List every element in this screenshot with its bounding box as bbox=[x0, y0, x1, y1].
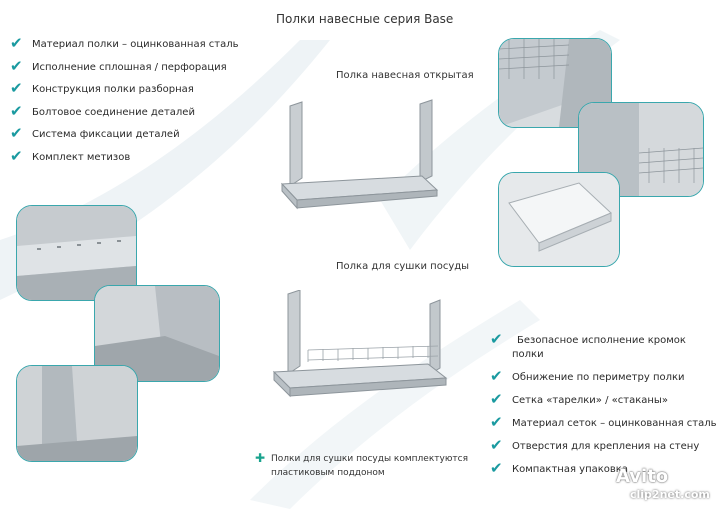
feature-item: ✔Безопасное исполнение кромок полки bbox=[490, 330, 686, 361]
feature-item: ✔Конструкция полки разборная bbox=[10, 79, 194, 97]
photo-perforated-shelf bbox=[16, 205, 137, 301]
clip2net-watermark: clip2net.com bbox=[630, 488, 710, 501]
checkmark-icon: ✔ bbox=[490, 330, 503, 348]
feature-item: ✔Система фиксации деталей bbox=[10, 124, 180, 142]
checkmark-icon: ✔ bbox=[490, 459, 503, 477]
feature-item: ✔Отверстия для крепления на стену bbox=[490, 436, 700, 454]
page-title: Полки навесные серия Base bbox=[276, 12, 454, 26]
caption-open-shelf: Полка навесная открытая bbox=[336, 70, 474, 81]
dish-shelf-image bbox=[272, 290, 448, 398]
checkmark-icon: ✔ bbox=[490, 436, 503, 454]
checkmark-icon: ✔ bbox=[10, 56, 23, 75]
avito-watermark: Avito bbox=[616, 466, 669, 487]
photo-shelf-corner bbox=[16, 365, 138, 462]
feature-item: ✔Компактная упаковка bbox=[490, 459, 628, 477]
checkmark-icon: ✔ bbox=[490, 413, 503, 431]
checkmark-icon: ✔ bbox=[10, 34, 23, 52]
feature-item: ✔Болтовое соединение деталей bbox=[10, 101, 195, 120]
checkmark-icon: ✔ bbox=[490, 390, 503, 408]
checkmark-icon: ✔ bbox=[10, 101, 23, 120]
checkmark-icon: ✔ bbox=[10, 79, 23, 97]
feature-item: ✔Комплект метизов bbox=[10, 146, 131, 165]
feature-item: ✔Сетка «тарелки» / «стаканы» bbox=[490, 390, 668, 408]
open-shelf-image bbox=[280, 99, 439, 210]
plus-icon: ✚ bbox=[255, 451, 266, 465]
checkmark-icon: ✔ bbox=[10, 146, 23, 165]
photo-wire-rack-top bbox=[498, 38, 612, 128]
photo-plastic-tray bbox=[498, 172, 620, 267]
right-feature-list: ✔Безопасное исполнение кромок полки ✔Обн… bbox=[486, 330, 720, 486]
feature-item: ✔Материал сеток – оцинкованная сталь bbox=[490, 413, 717, 431]
feature-item: ✔Материал полки – оцинкованная сталь bbox=[10, 34, 239, 52]
left-feature-list: ✔Материал полки – оцинкованная сталь ✔Ис… bbox=[6, 34, 239, 173]
checkmark-icon: ✔ bbox=[490, 367, 503, 385]
tray-note: ✚ Полки для сушки посуды комплектуются п… bbox=[255, 451, 469, 478]
caption-dish-shelf: Полка для сушки посуды bbox=[336, 261, 470, 272]
feature-item: ✔Обнижение по периметру полки bbox=[490, 367, 685, 385]
feature-item: ✔Исполнение сплошная / перфорация bbox=[10, 56, 227, 75]
checkmark-icon: ✔ bbox=[10, 124, 23, 142]
